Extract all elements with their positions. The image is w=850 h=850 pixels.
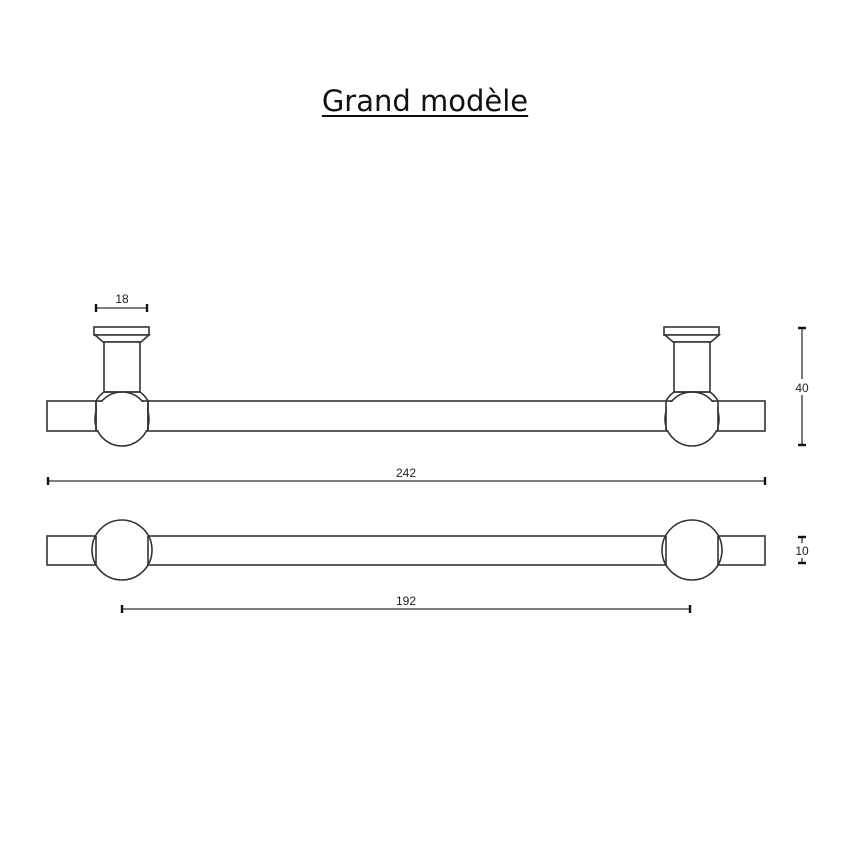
left-standoff bbox=[92, 326, 152, 447]
top-view-bar bbox=[46, 535, 766, 566]
side-view bbox=[46, 326, 766, 447]
side-view-bar bbox=[46, 400, 766, 432]
left-knob bbox=[91, 519, 153, 581]
right-standoff bbox=[662, 326, 722, 447]
dimension-height: 40 bbox=[794, 326, 810, 447]
right-knob bbox=[661, 519, 723, 581]
top-view bbox=[46, 519, 766, 581]
dimension-post-width: 18 bbox=[94, 292, 149, 312]
dimension-bar-thickness: 10 bbox=[794, 535, 810, 565]
dimension-label-242: 242 bbox=[396, 466, 416, 480]
dimension-label-40: 40 bbox=[795, 381, 809, 395]
dimension-label-192: 192 bbox=[396, 594, 416, 608]
dimension-overall-length: 242 bbox=[46, 466, 767, 485]
dimension-label-18: 18 bbox=[115, 292, 129, 306]
dimension-label-10: 10 bbox=[795, 544, 809, 558]
page-title: Grand modèle bbox=[321, 84, 529, 118]
dimension-center-distance: 192 bbox=[120, 594, 692, 613]
